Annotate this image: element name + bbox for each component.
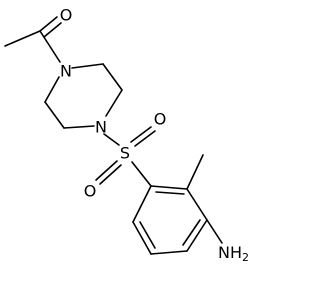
bond-n4-s <box>103 133 120 146</box>
bond-ar2-ar3 <box>186 188 208 221</box>
bond-c6-n1 <box>44 76 60 103</box>
bond-ar1-ar2 <box>150 185 188 190</box>
oxygen-sulfonyl-right-label: O <box>154 110 167 129</box>
bond-carbonyl-oxygen-2 <box>43 22 62 38</box>
bond-ar4-ar5 <box>150 250 188 255</box>
bond-aryl-methyl <box>186 154 204 190</box>
bond-ar6-ar1 <box>132 185 152 223</box>
bond-c3-n4 <box>105 89 123 117</box>
bond-ar3-ar4 <box>186 219 208 252</box>
amine-subscript: 2 <box>242 251 249 264</box>
bond-methyl-carbonyl <box>4 30 41 47</box>
bond-s-o-left-2 <box>99 164 122 185</box>
oxygen-sulfonyl-left-label: O <box>84 182 97 201</box>
bond-ar5-ar6 <box>132 221 152 255</box>
bond-c2-c3 <box>102 63 123 91</box>
nitrogen-acyl-label: N <box>60 62 72 81</box>
nitrogen-sulfonyl-label: N <box>95 118 107 137</box>
structure-canvas: O N N S O O NH2 <box>4 6 249 264</box>
bond-s-o-right-1 <box>130 126 152 143</box>
bond-s-o-right-2 <box>134 130 156 147</box>
amine-text: NH <box>218 243 242 262</box>
bond-c5-c6 <box>44 101 65 129</box>
molecule-structure: O N N S O O NH2 <box>4 6 249 264</box>
amine-label: NH2 <box>218 243 249 264</box>
bond-n1-c2 <box>71 63 104 69</box>
sulfur-label: S <box>120 144 130 163</box>
bond-n4-c5 <box>63 125 95 129</box>
bond-carbonyl-oxygen-1 <box>39 16 58 32</box>
bond-carbonyl-n <box>39 30 61 63</box>
bond-ar3-ar4-inner <box>182 219 201 246</box>
oxygen-carbonyl-label: O <box>60 6 73 25</box>
bond-s-aryl <box>131 161 152 187</box>
bond-aryl-amine <box>206 219 223 244</box>
bond-ar5-ar6-inner <box>139 221 156 249</box>
bond-s-o-left-1 <box>95 160 118 181</box>
bond-ar1-ar2-inner <box>155 191 185 195</box>
